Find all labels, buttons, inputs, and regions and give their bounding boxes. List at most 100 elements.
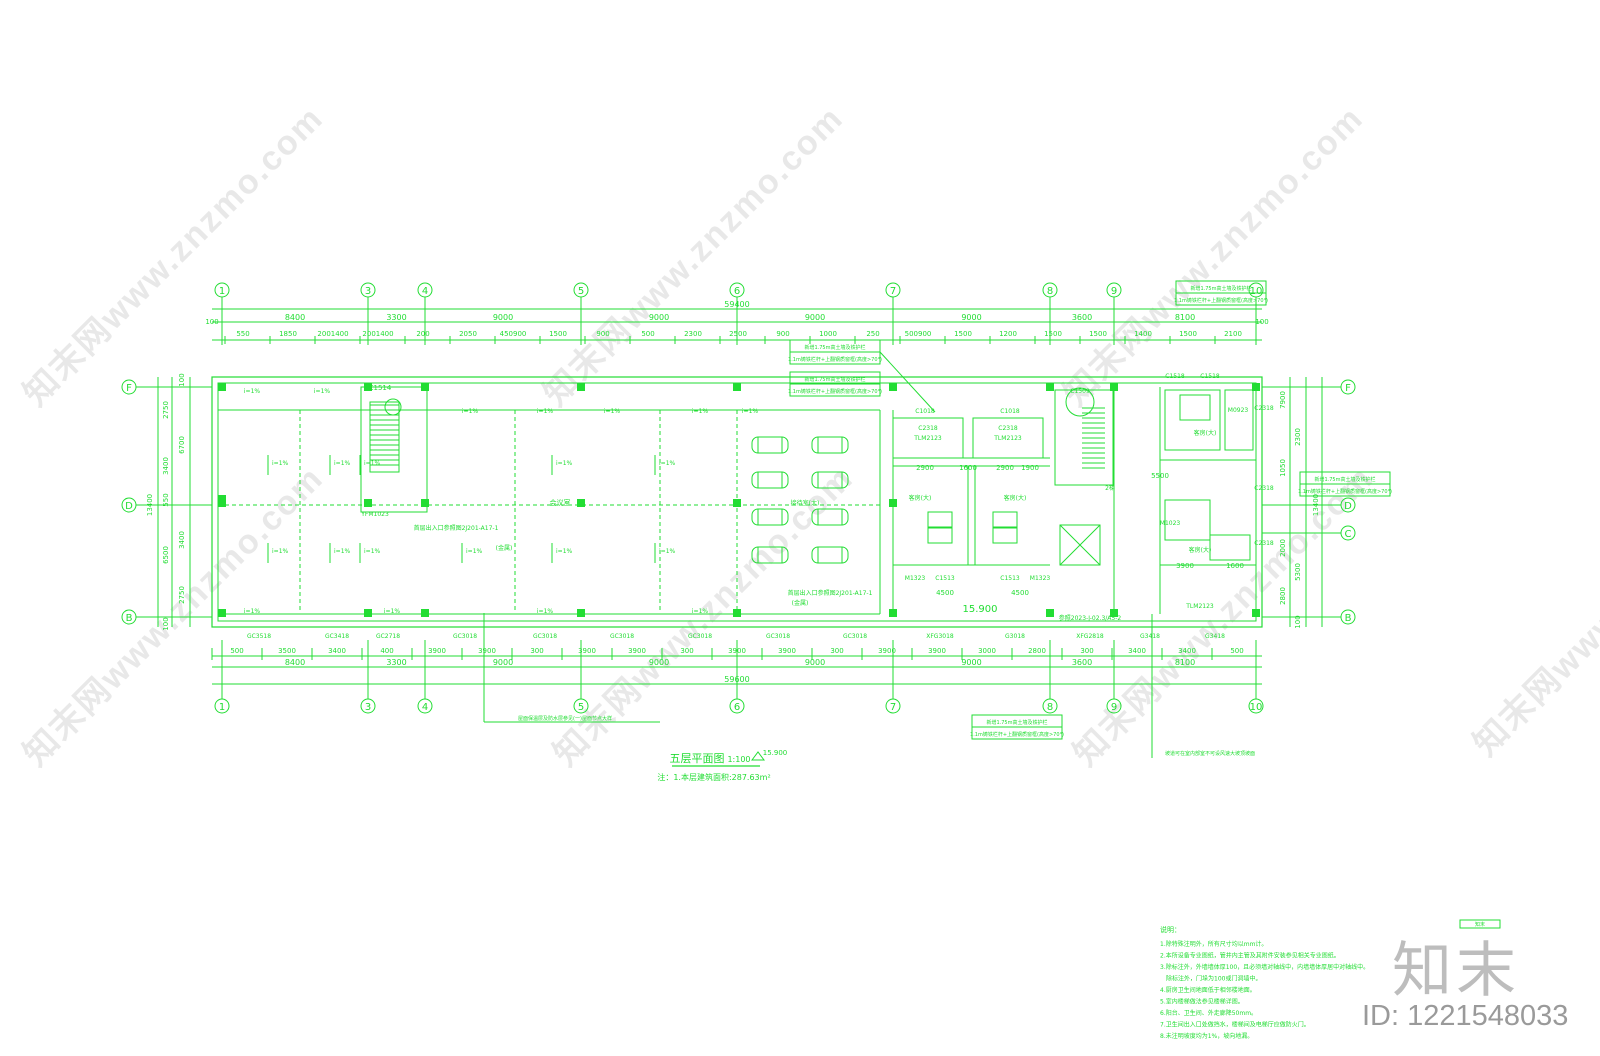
stamp-label: 知末 [1475,921,1485,928]
dim-top-minor: 500900 [905,330,932,338]
slope-text: i=1% [692,408,709,415]
column [364,609,372,617]
dim-left: 550 [162,493,170,506]
note-line: 7.卫生间出入口处做挡水，楼梯间及电梯厅应做防火门。 [1160,1021,1310,1029]
slope-text: i=1% [659,460,676,467]
brand-id: ID: 1221548033 [1362,1000,1569,1032]
dim-bottom-minor: 3400 [1128,647,1146,655]
slope-text: i=1% [364,548,381,555]
dim-inner: 2900 [916,464,934,472]
window-tag: C1513 [935,575,955,582]
dim-right: 7900 [1279,391,1287,409]
dim-left: 3400 [162,457,170,475]
leader-note: 屋面保温层及防水层参见(一)屋面节点大样 [518,715,612,722]
stair-run [369,401,400,473]
drawing-title: 五层平面图 [670,752,725,765]
slope-text: i=1% [537,608,554,615]
dim-top-minor: 250 [866,330,879,338]
dim-bottom-major: 9000 [805,658,825,667]
slope-text: i=1% [466,548,483,555]
column [577,499,585,507]
window-tag: C1518 [1200,373,1220,380]
note-line: 4.厨房卫生间地面低于相邻楼地面。 [1160,986,1256,994]
window-tag: C2318 [1254,405,1274,412]
note-box [789,351,881,365]
axis-label-top: 4 [422,286,428,297]
slope-text: i=1% [334,548,351,555]
leader-note: 1.1m铸铁栏杆+上翻钢质窗框(高度>70°) [1298,488,1392,495]
column [577,609,585,617]
dim-bottom-minor: 3900 [428,647,446,655]
dim-bottom-minor: 3900 [728,647,746,655]
column [421,383,429,391]
area-note: 注：1.本层建筑面积:287.63m² [657,772,770,782]
slope-text: i=1% [556,548,573,555]
leader-note: (金属) [496,544,513,552]
furniture-sofa [992,511,1018,529]
dim-top-minor: 1500 [1044,330,1062,338]
column [1110,383,1118,391]
window-tag: C1514 [369,384,392,392]
dim-top-major: 9000 [805,313,825,322]
dim-text: 100 [1255,318,1268,326]
window-tag: C1509 [1070,388,1090,395]
window-tag: TLM2123 [1185,603,1214,610]
car-outline [811,471,849,489]
dim-bottom-minor: 500 [1230,647,1243,655]
dim-top-minor: 2001400 [317,330,348,338]
dim-top-minor: 1000 [819,330,837,338]
dim-right: 2800 [1279,587,1287,605]
dim-bottom-minor: 500 [230,647,243,655]
dim-bottom-minor: 400 [380,647,393,655]
furniture-sofa [992,526,1018,544]
axis-label-bottom: 10 [1250,702,1263,713]
window-tag-bottom: G3418 [1205,633,1225,640]
dim-bottom-major: 8100 [1175,658,1195,667]
column [889,383,897,391]
dim-right: 2300 [1294,428,1302,446]
brand-logo: 知末 [1392,936,1520,1006]
window-tag-bottom: GC3018 [843,633,867,640]
dim-top-minor: 1500 [549,330,567,338]
column [1046,383,1054,391]
dim-top-major: 3600 [1072,313,1092,322]
dim-bottom-major: 9000 [493,658,513,667]
column [733,609,741,617]
axis-label-top: 6 [734,286,740,297]
car-outline [811,436,849,454]
window-tag: C1018 [1000,408,1020,415]
dim-top-major: 8100 [1175,313,1195,322]
column [1252,383,1260,391]
window-tag-bottom: GC3018 [766,633,790,640]
column [733,383,741,391]
door-tag: M1323 [905,575,926,582]
window-tag: C2318 [1254,540,1274,547]
axis-label-right: B [1345,613,1352,624]
car-outline [751,471,789,489]
dim-left: 13400 [146,494,154,516]
window-tag-bottom: GC3018 [688,633,712,640]
bathroom [1224,389,1254,451]
dim-right: 13400 [1312,494,1320,516]
window-tag: TLM2123 [913,435,942,442]
axis-label-top: 8 [1047,286,1053,297]
dim-inner: 2900 [996,464,1014,472]
axis-label-top: 5 [578,286,584,297]
dim-top-minor: 900 [596,330,609,338]
balcony-room [972,417,1044,459]
column [889,499,897,507]
dim-top-minor: 2100 [1224,330,1242,338]
window-tag-bottom: GC3018 [610,633,634,640]
room-label: 客房(大) [1189,546,1212,554]
bedroom [1164,389,1221,451]
dim-top-minor: 2050 [459,330,477,338]
axis-label-bottom: 1 [219,702,225,713]
furniture-sofa [927,526,953,544]
axis-label-left: D [125,501,133,512]
dim-left: 2750 [162,401,170,419]
leader-note: 首层出入口参照图2J201-A17-1 [414,524,499,532]
leader-note: 新增1.75m高土墙及铁护栏 [1190,285,1251,292]
car-outline [751,508,789,526]
leader-note: 坡道可在室内部室不可设风速大坡顶坡面 [1165,750,1255,757]
